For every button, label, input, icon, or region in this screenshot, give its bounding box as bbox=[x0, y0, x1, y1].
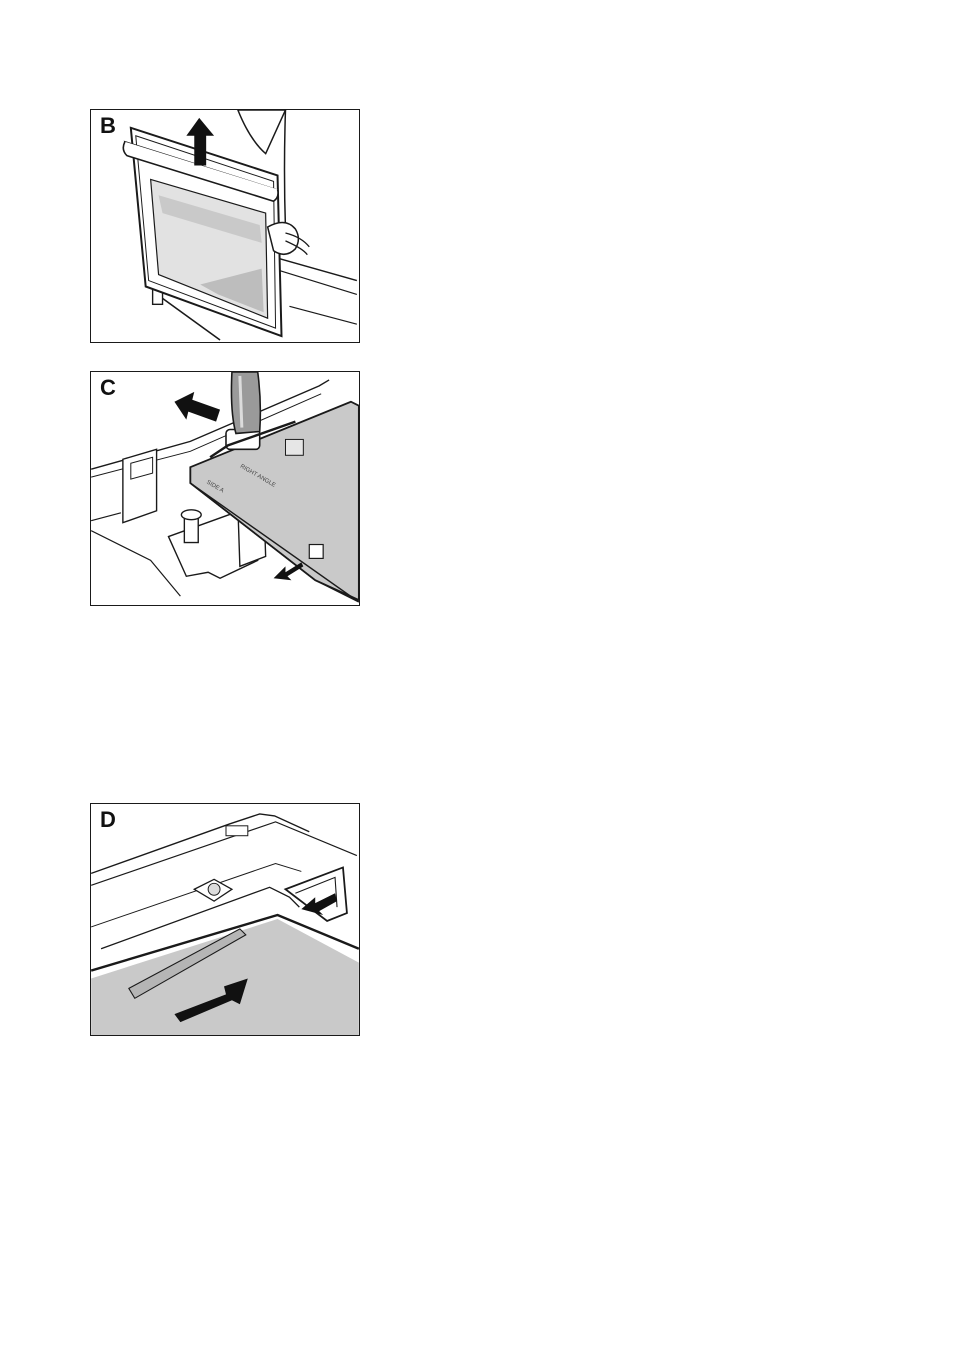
figure-d: D bbox=[90, 803, 360, 1036]
figure-c: RIGHT ANGLE SIDE A C bbox=[90, 371, 360, 606]
left-arrow-icon bbox=[174, 392, 220, 422]
hand-icon bbox=[268, 222, 310, 254]
figure-b: B bbox=[90, 109, 360, 343]
glass-panel-removal-illustration: RIGHT ANGLE SIDE A bbox=[91, 372, 359, 605]
figure-label: D bbox=[100, 809, 116, 831]
down-left-arrow-icon bbox=[274, 562, 304, 580]
figure-label: C bbox=[100, 377, 116, 399]
door-lift-illustration bbox=[91, 110, 359, 342]
glass-panel-insert-illustration bbox=[91, 804, 359, 1035]
figure-label: B bbox=[100, 115, 116, 137]
